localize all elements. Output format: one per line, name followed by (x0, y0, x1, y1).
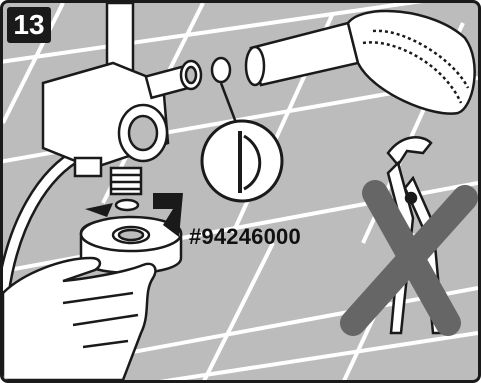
illustration (3, 3, 478, 380)
part-number-label: #94246000 (189, 224, 301, 250)
washer (212, 58, 230, 82)
step-number-badge: 13 (7, 7, 51, 43)
hand (3, 258, 155, 380)
seal-detail-callout (202, 83, 282, 201)
